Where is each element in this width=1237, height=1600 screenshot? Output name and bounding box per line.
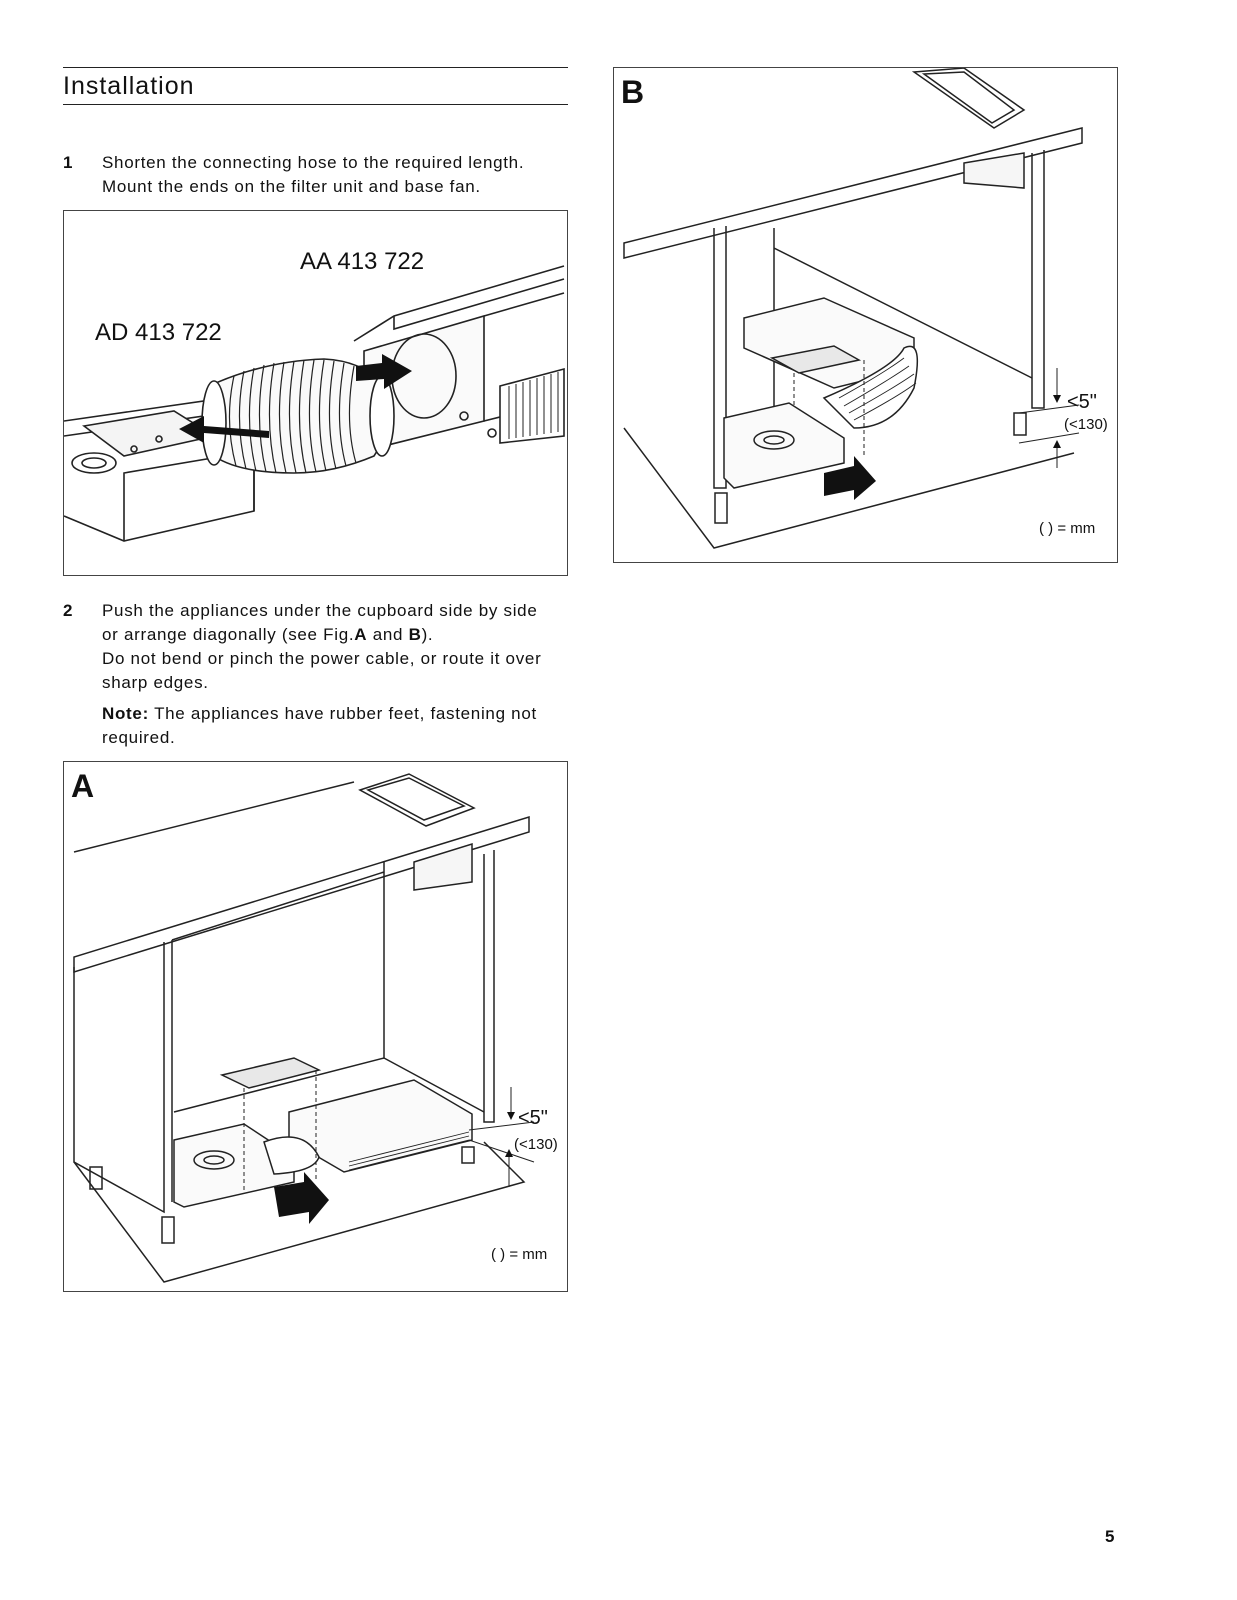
figure-a-letter: A <box>71 768 95 804</box>
figure-ref-b: B <box>408 625 422 644</box>
figure-a: A <5" (<130) ( ) = mm <box>63 761 568 1292</box>
note: Note: The appliances have rubber feet, f… <box>102 702 552 750</box>
step-text-part: and <box>367 625 409 644</box>
figure-b: B <5" (<130) ( ) = mm <box>613 67 1118 563</box>
note-label: Note: <box>102 704 149 723</box>
figure-b-illustration <box>623 68 1083 549</box>
hose-illustration <box>64 265 565 542</box>
step-text: Push the appliances under the cupboard s… <box>102 599 552 695</box>
unit-note: ( ) = mm <box>1039 520 1096 537</box>
model-label-aa: AA 413 722 <box>300 248 425 275</box>
step-number: 2 <box>63 601 74 620</box>
height-limit-mm: (<130) <box>514 1136 558 1153</box>
step-2: 2 Push the appliances under the cupboard… <box>63 599 553 699</box>
figure-a-illustration <box>73 773 535 1283</box>
step-text-part: Do not bend or pinch the power cable, or… <box>102 649 542 692</box>
step-number: 1 <box>63 153 74 172</box>
page-number: 5 <box>1105 1527 1115 1546</box>
title-rule-bottom <box>63 104 568 105</box>
step-text-part: Push the appliances under the cupboard s… <box>102 601 538 644</box>
note-text: The appliances have rubber feet, fasteni… <box>102 704 537 747</box>
page-title: Installation <box>63 72 195 100</box>
unit-note: ( ) = mm <box>491 1246 548 1263</box>
height-limit-inches: <5" <box>518 1107 548 1129</box>
step-text: Shorten the connecting hose to the requi… <box>102 153 525 196</box>
model-label-ad: AD 413 722 <box>95 319 222 346</box>
figure-ref-a: A <box>354 625 368 644</box>
figure-hose-connection: AA 413 722 AD 413 722 <box>63 210 568 576</box>
step-1: 1 Shorten the connecting hose to the req… <box>63 151 553 201</box>
figure-b-letter: B <box>621 74 645 110</box>
title-rule-top <box>63 67 568 68</box>
height-limit-mm: (<130) <box>1064 416 1108 433</box>
height-limit-inches: <5" <box>1067 391 1097 413</box>
step-text-part: ). <box>421 625 434 644</box>
